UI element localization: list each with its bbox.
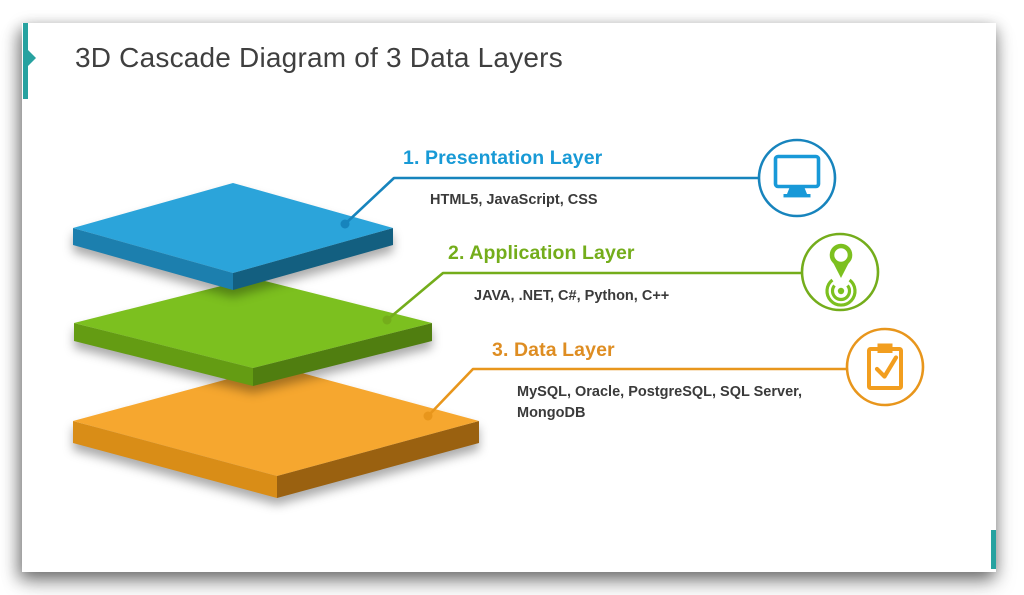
data-layer-right-face <box>277 421 479 498</box>
presentation-layer-shape <box>73 183 393 290</box>
application-layer-left-face <box>74 323 253 386</box>
application-layer-description: JAVA, .NET, C#, Python, C++ <box>474 288 670 304</box>
data-icon-circle <box>845 327 925 407</box>
presentation-connector-line <box>343 176 760 226</box>
presentation-layer-title: 1. Presentation Layer <box>403 147 603 169</box>
presentation-layer-top-face <box>73 183 393 273</box>
application-connector-dot <box>382 315 392 325</box>
data-layer-title: 3. Data Layer <box>492 339 615 361</box>
data-connector-dot <box>423 411 433 421</box>
data-layer-description: MySQL, Oracle, PostgreSQL, SQL Server, M… <box>517 384 803 421</box>
application-layer-top-face <box>74 278 432 368</box>
presentation-icon-circle <box>757 138 837 218</box>
left-accent-bar <box>23 23 36 99</box>
application-connector-line <box>385 271 803 322</box>
right-accent-bar <box>991 530 996 569</box>
monitor-icon <box>773 154 821 198</box>
presentation-layer-description: HTML5, JavaScript, CSS <box>430 192 598 208</box>
clipboard-check-icon <box>867 343 903 390</box>
application-layer-right-face <box>253 323 432 386</box>
application-layer-title: 2. Application Layer <box>448 242 635 264</box>
location-target-icon <box>825 243 857 307</box>
data-layer-top-face <box>73 366 479 476</box>
data-layer-left-face <box>73 421 277 498</box>
presentation-connector-dot <box>340 219 350 229</box>
application-layer-shape <box>74 278 432 386</box>
presentation-layer-right-face <box>233 228 393 290</box>
presentation-layer-left-face <box>73 228 233 290</box>
data-layer-shape <box>73 366 479 498</box>
data-connector-line <box>426 367 848 418</box>
slide-title: 3D Cascade Diagram of 3 Data Layers <box>75 42 563 73</box>
